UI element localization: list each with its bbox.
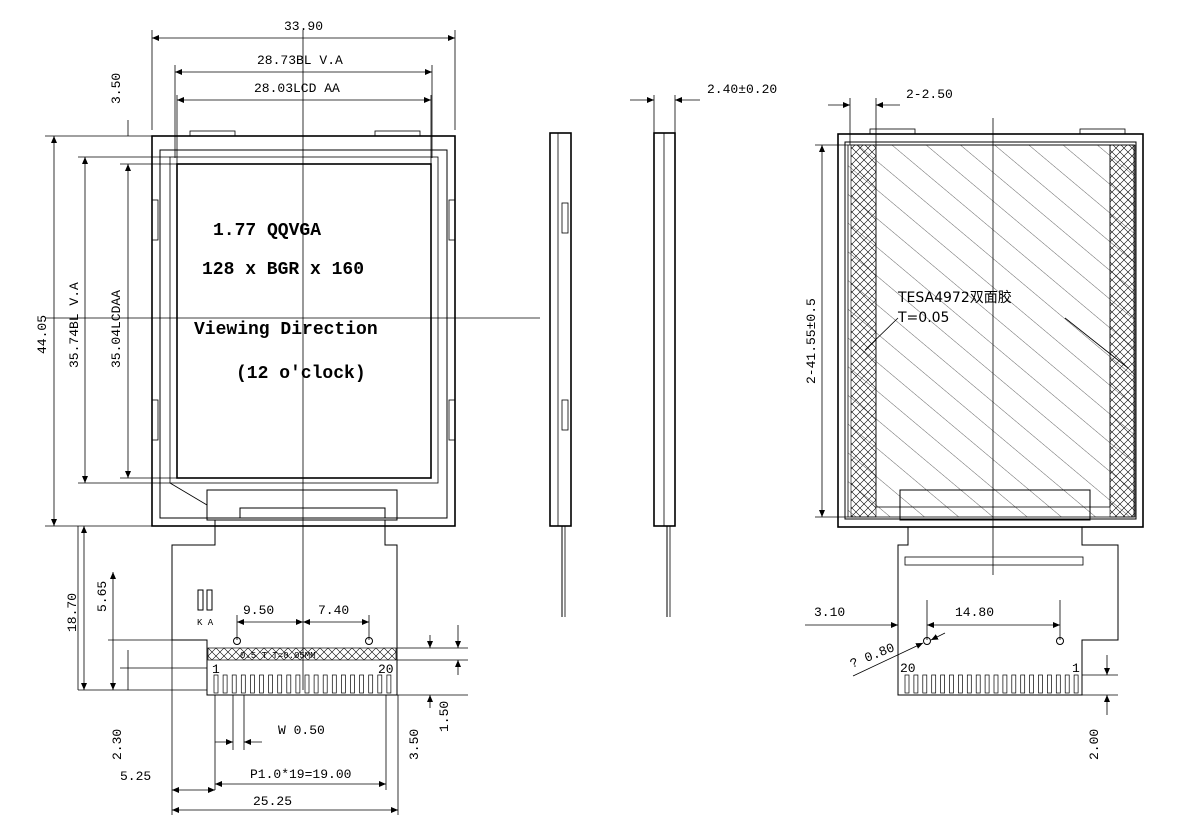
- dim-pitch: P1.0*19=19.00: [250, 767, 351, 782]
- connector-pin: [1011, 674, 1017, 694]
- module-outline: [151, 135, 456, 527]
- dim-thickness: 2.40±0.20: [707, 82, 777, 97]
- connector-pin: [1055, 674, 1061, 694]
- connector-pin: [975, 674, 981, 694]
- connector-pin: [904, 674, 910, 694]
- viewing-direction-label: Viewing Direction: [194, 320, 378, 340]
- connector-pin: [1002, 674, 1008, 694]
- ic-area: [239, 507, 386, 519]
- connector-pin: [322, 674, 328, 694]
- connector-pin: [268, 674, 273, 694]
- dim-hole-spacing: 14.80: [955, 605, 994, 620]
- dim-lcd-aa-height: 35.04LCDAA: [109, 290, 124, 368]
- ka-mark: K A: [197, 618, 214, 628]
- connector-pin: [922, 674, 928, 694]
- connector-pin: [1029, 674, 1034, 694]
- dim-hole-right: 7.40: [318, 603, 349, 618]
- tape-strip-left: [850, 144, 877, 518]
- connector-pin: [1020, 674, 1026, 694]
- connector-pin: [286, 674, 292, 694]
- connector-pin: [949, 674, 954, 694]
- connector-pin: [359, 674, 364, 694]
- dim-bl-va-height: 35.74BL V.A: [67, 282, 82, 368]
- dim-pad-left: 5.25: [120, 769, 151, 784]
- connector-pin: [993, 674, 999, 694]
- dim-total-height: 44.05: [35, 315, 50, 354]
- connector-pin: [1064, 674, 1070, 694]
- active-area: [176, 163, 432, 479]
- dim-top-offset: 3.50: [109, 73, 124, 104]
- dim-hole-left: 9.50: [243, 603, 274, 618]
- dim-fpc-offset: 5.65: [95, 581, 110, 612]
- resolution-label: 128 x BGR x 160: [202, 260, 364, 280]
- connector-pin: [940, 674, 945, 694]
- dim-pin-width: W 0.50: [278, 723, 325, 738]
- connector-pin: [368, 674, 374, 694]
- dim-tape-height: 2-41.55±0.5: [804, 298, 819, 384]
- dim-fpc-width: 25.25: [253, 794, 292, 809]
- connector-pin: [304, 674, 310, 694]
- connector-pin: [958, 674, 963, 694]
- dim-pad-tail: 1.50: [437, 701, 452, 732]
- dim-lcd-aa-width: 28.03LCD AA: [254, 81, 340, 96]
- connector-pin: [350, 674, 355, 694]
- connector-pin: [313, 674, 319, 694]
- tape-thickness: T=0.05: [897, 310, 949, 326]
- connector-pin: [1047, 674, 1052, 694]
- connector-pin: [222, 674, 228, 694]
- dim-bl-va-width: 28.73BL V.A: [257, 53, 343, 68]
- tape-hatch: [847, 144, 1135, 518]
- connector-pin: [331, 674, 337, 694]
- connector-pin: [250, 674, 255, 694]
- connector-pin: [1038, 674, 1043, 694]
- connector-pin: [984, 674, 990, 694]
- connector-pin: [1073, 674, 1079, 694]
- dim-hole-offset: 3.10: [814, 605, 845, 620]
- dim-pad-height: 2.30: [110, 729, 125, 760]
- size-label: 1.77 QQVGA: [213, 221, 321, 241]
- back-view: 20 1 TESA4972双面胶 T=0.05 2-2.50 2-41.55±0…: [804, 87, 1144, 760]
- back-outline: [837, 133, 1144, 528]
- connector-pin: [277, 674, 283, 694]
- tape-strip-right: [1109, 144, 1136, 518]
- dim-pad-length: 2.00: [1087, 729, 1102, 760]
- dim-fpc-length: 18.70: [65, 593, 80, 632]
- stiffener-note: 0.5 T T=0.05MM: [240, 651, 316, 661]
- side-view-1: [549, 132, 572, 617]
- connector-pin: [259, 674, 264, 694]
- fpc-neck: [206, 489, 398, 521]
- front-view: K A 0.5 T T=0.05MM 1 20 1.77 QQVGA 128 x…: [35, 19, 540, 815]
- bl-va-outline: [169, 156, 439, 484]
- front-pin-1: 1: [212, 662, 220, 677]
- back-pin-20: 20: [900, 661, 916, 676]
- connector-pin: [231, 674, 237, 694]
- connector-pin: [966, 674, 972, 694]
- front-pin-20: 20: [378, 662, 394, 677]
- connector-pin: [377, 674, 383, 694]
- dim-tape-width: 2-2.50: [906, 87, 953, 102]
- connector-pin: [213, 674, 219, 694]
- side-view-2: 2.40±0.20: [630, 82, 777, 617]
- dim-pad-bottom: 3.50: [407, 729, 422, 760]
- connector-pin: [295, 674, 301, 694]
- tape-name: TESA4972双面胶: [897, 289, 1012, 306]
- front-pins: [213, 674, 392, 694]
- back-pin-1: 1: [1072, 661, 1080, 676]
- connector-pin: [240, 674, 246, 694]
- back-pins: [904, 674, 1079, 694]
- stiffener: [207, 647, 397, 661]
- connector-pin: [931, 674, 937, 694]
- fpc-outline: [171, 520, 398, 696]
- connector-pin: [386, 674, 392, 694]
- back-fpc-outline: [897, 527, 1119, 696]
- dim-total-width: 33.90: [284, 19, 323, 34]
- clock-label: (12 o'clock): [236, 364, 366, 384]
- connector-pin: [341, 674, 346, 694]
- connector-pin: [913, 674, 919, 694]
